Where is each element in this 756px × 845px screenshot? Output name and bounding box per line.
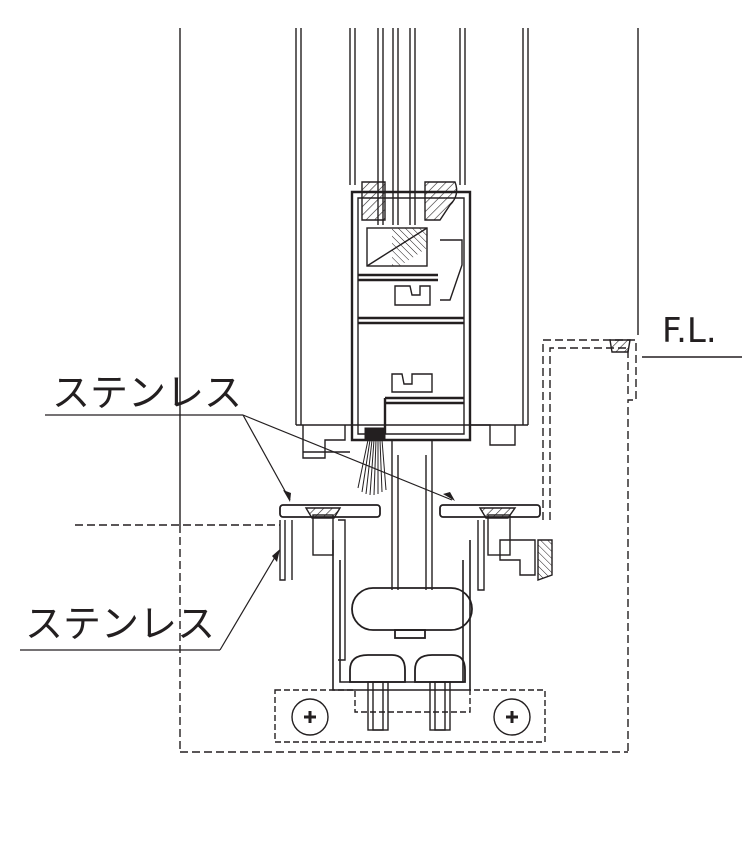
anchor-bolts: [367, 681, 451, 731]
frame-lower-rail: [302, 424, 516, 459]
roller-shaft: [391, 440, 433, 590]
base-plate: [274, 689, 546, 743]
setting-block: [366, 227, 428, 267]
roller-wheels: [349, 587, 473, 683]
left-bracket: [279, 507, 346, 661]
floor-step-dashed: [75, 339, 637, 753]
sash-outer-frame: [295, 28, 529, 426]
brush-weatherstrip: [357, 427, 387, 496]
base-screws: [291, 698, 531, 736]
upper-material-label: ステンレス: [52, 371, 243, 415]
floor-step-hatch: [609, 339, 742, 358]
leader-arrowheads: [272, 490, 455, 562]
sash-bottom-rail: [350, 190, 472, 442]
floor-level-label: F.L.: [662, 311, 717, 351]
lower-material-label: ステンレス: [25, 602, 216, 646]
right-bracket: [477, 507, 553, 591]
leader-lines: [20, 414, 453, 651]
outer-frame-lines: [179, 28, 639, 525]
